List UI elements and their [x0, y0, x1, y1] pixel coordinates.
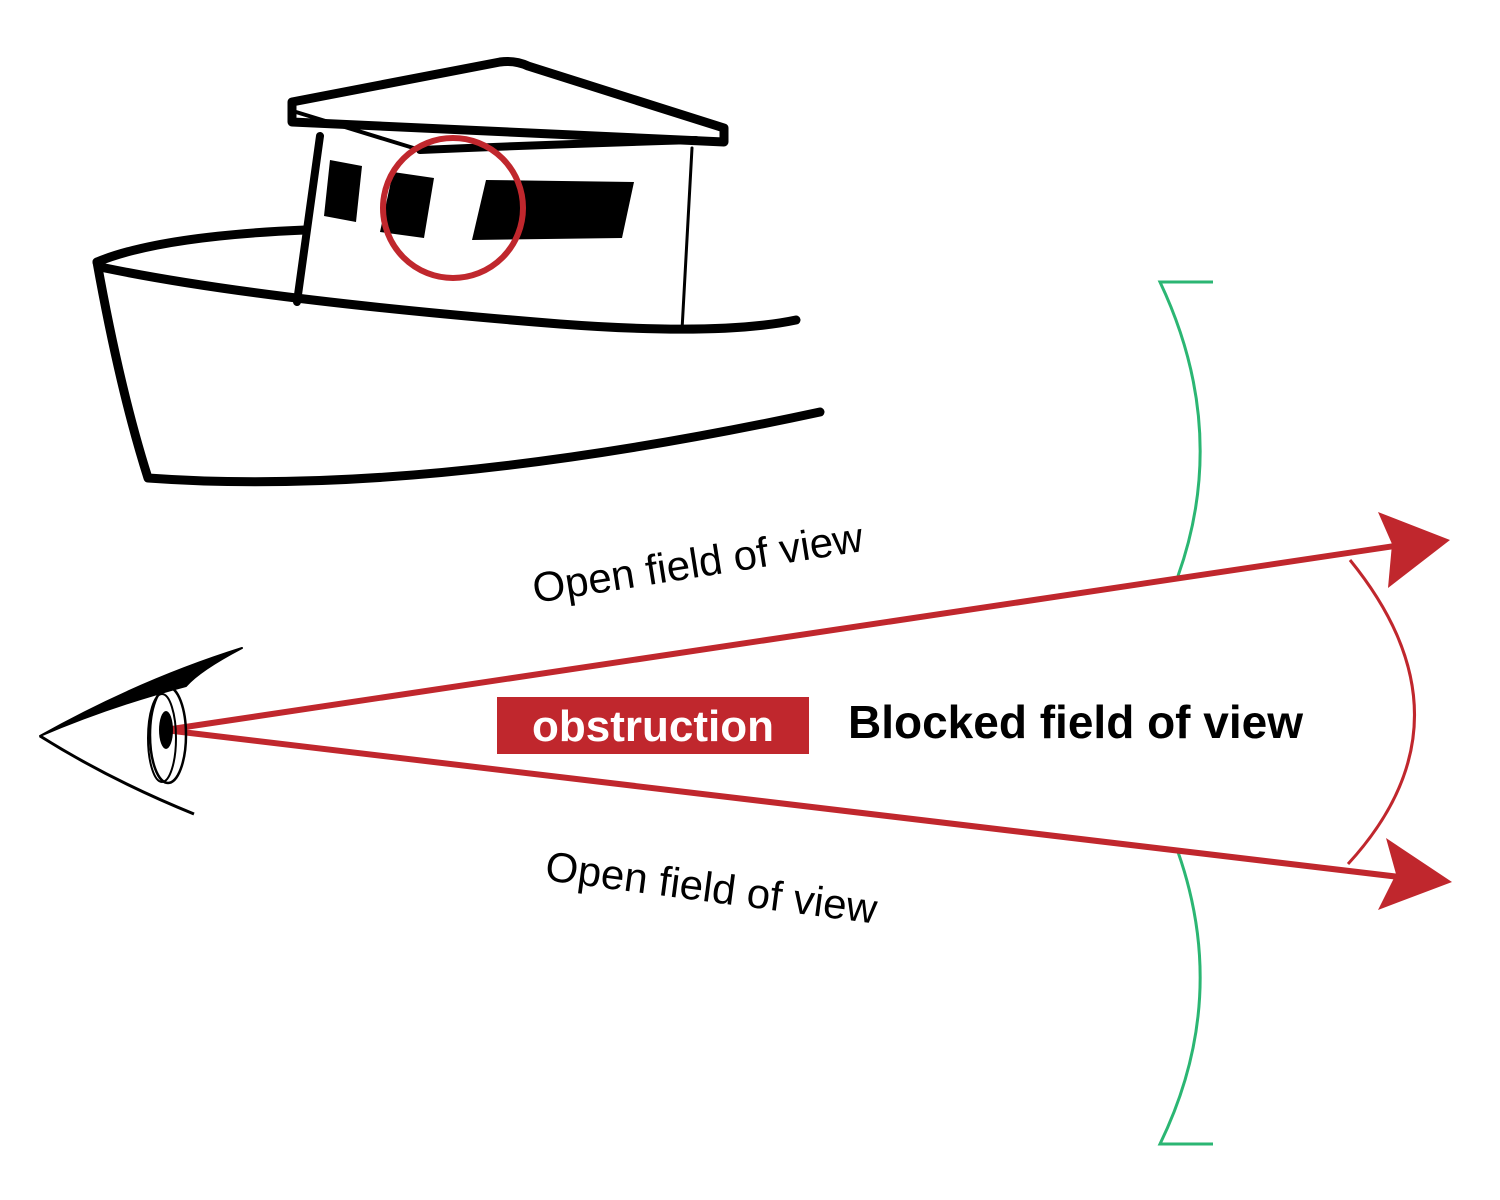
upper-open-view-label: Open field of view — [529, 513, 867, 612]
lower-arrowhead — [1378, 838, 1452, 910]
eye-lower-lid — [39, 734, 195, 816]
eye-icon — [39, 647, 243, 816]
lower-open-view-label: Open field of view — [543, 842, 881, 932]
boat-illustration — [92, 57, 825, 487]
boat-roof — [287, 57, 729, 147]
eye-pupil — [159, 711, 173, 749]
boat-roof-edge — [294, 110, 422, 152]
obstruction-tag-label: obstruction — [532, 702, 774, 751]
upper-arrowhead — [1378, 512, 1450, 588]
lower-sight-line — [164, 727, 1409, 881]
boat-cabin-front — [680, 146, 694, 332]
boat-windows — [324, 160, 634, 240]
eye-iris-outer — [147, 693, 177, 783]
upper-view-bracket — [1157, 280, 1213, 577]
boat-hull-gunwale — [92, 225, 310, 267]
boat-hull-side — [92, 257, 825, 487]
boat-window-1 — [324, 160, 362, 222]
blocked-angle-arc — [1346, 559, 1416, 866]
eye-iris — [148, 685, 188, 785]
boat-window-2 — [380, 172, 434, 238]
boat-window-3 — [472, 180, 634, 240]
blocked-view-label: Blocked field of view — [848, 696, 1303, 748]
boat-cabin — [293, 132, 324, 306]
obstruction-circle — [380, 135, 526, 281]
obstruction-tag-background — [497, 697, 809, 754]
sight-lines — [164, 541, 1416, 881]
boat-cabin-top-line — [416, 136, 700, 154]
lower-view-bracket — [1157, 851, 1213, 1146]
upper-sight-line — [164, 541, 1409, 733]
eye-upper-lid — [39, 647, 243, 737]
boat-deck-line — [100, 263, 801, 334]
